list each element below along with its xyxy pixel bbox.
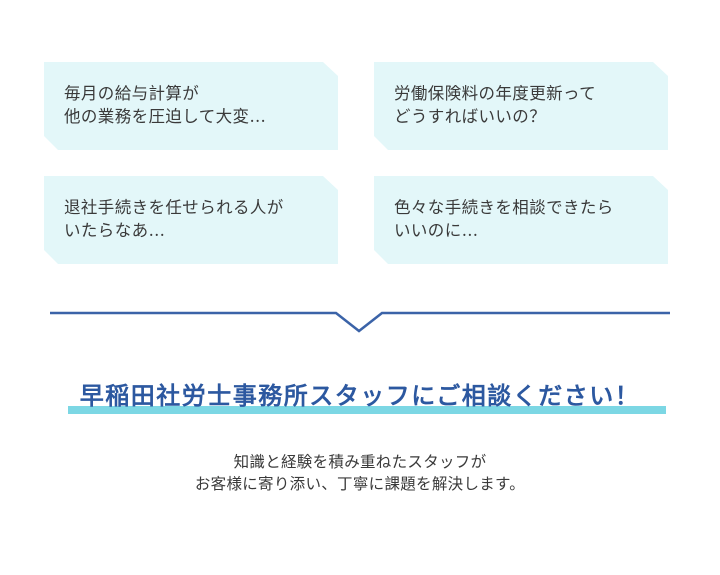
divider-chevron-line [50,311,670,333]
concern-text-line: 労働保険料の年度更新って [394,84,596,103]
description-line: 知識と経験を積み重ねたスタッフが [233,453,487,471]
concern-text-line: いたらなあ… [64,221,166,240]
consultation-headline: 早稲田社労士事務所スタッフにご相談ください！ [79,381,641,410]
headline-highlight-bar [68,406,666,414]
concern-text-line: 色々な手続きを相談できたら [394,198,614,217]
concern-card-consultation: 色々な手続きを相談できたら いいのに… [374,176,668,264]
concern-text-line: いいのに… [394,221,479,240]
concern-card-insurance: 労働保険料の年度更新って どうすればいいの？ [374,62,668,150]
concern-text-line: 他の業務を圧迫して大変… [64,107,267,126]
concern-card-resignation: 退社手続きを任せられる人が いたらなあ… [44,176,338,264]
concern-text-line: 毎月の給与計算が [64,84,200,103]
concern-text-line: 退社手続きを任せられる人が [64,198,284,217]
section-divider-arrow [50,311,670,333]
concern-card-payroll: 毎月の給与計算が 他の業務を圧迫して大変… [44,62,338,150]
service-description: 知識と経験を積み重ねたスタッフが お客様に寄り添い、丁寧に課題を解決します。 [0,451,720,495]
concern-text-line: どうすればいいの？ [394,107,547,126]
description-line: お客様に寄り添い、丁寧に課題を解決します。 [194,475,526,493]
